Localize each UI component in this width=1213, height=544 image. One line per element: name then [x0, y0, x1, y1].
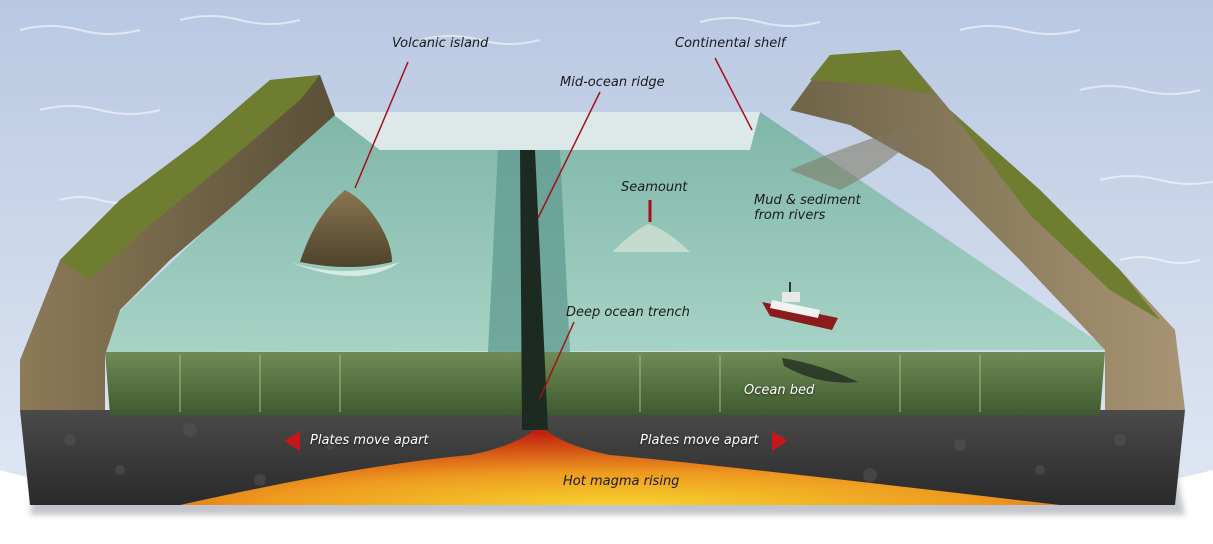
research-ship-icon	[762, 282, 838, 330]
leader-deep-ocean-trench	[539, 321, 575, 399]
far-water-edge	[330, 112, 760, 150]
leader-volcanic-island	[354, 61, 409, 189]
label-plates-move-apart-right: Plates move apart	[640, 433, 759, 448]
left-cliff	[20, 75, 335, 410]
label-ocean-bed: Ocean bed	[744, 383, 815, 398]
leader-lines	[354, 57, 753, 399]
leader-mid-ocean-ridge	[537, 91, 601, 219]
label-mud-sediment-line1: Mud & sediment	[754, 193, 861, 208]
label-continental-shelf: Continental shelf	[675, 36, 786, 51]
ocean-trench-shape	[520, 150, 548, 430]
ocean-water-surface	[100, 112, 1110, 352]
ship-shadow	[782, 358, 858, 383]
label-volcanic-island: Volcanic island	[392, 36, 489, 51]
sediment-plume	[790, 120, 930, 190]
right-cliff-grass-top	[810, 50, 935, 95]
label-mud-sediment-line2: from rivers	[754, 208, 826, 223]
right-cliff-grass-slope	[950, 110, 1160, 320]
magma-chamber	[180, 425, 1060, 505]
island-surf	[290, 262, 400, 276]
left-cliff-grass	[60, 75, 320, 280]
ocean-bed-side	[105, 352, 1105, 415]
label-deep-ocean-trench: Deep ocean trench	[566, 305, 690, 320]
ocean-bed-streaks	[179, 355, 981, 412]
arrow-left-icon	[284, 431, 300, 451]
seamount-shape	[612, 224, 690, 252]
label-mid-ocean-ridge: Mid-ocean ridge	[560, 75, 665, 90]
label-plates-move-apart-left: Plates move apart	[310, 433, 429, 448]
leader-continental-shelf	[714, 57, 753, 131]
arrow-right-icon	[772, 431, 788, 451]
label-hot-magma-rising: Hot magma rising	[563, 474, 680, 489]
volcanic-island-shape	[300, 190, 392, 267]
label-seamount: Seamount	[621, 180, 688, 195]
